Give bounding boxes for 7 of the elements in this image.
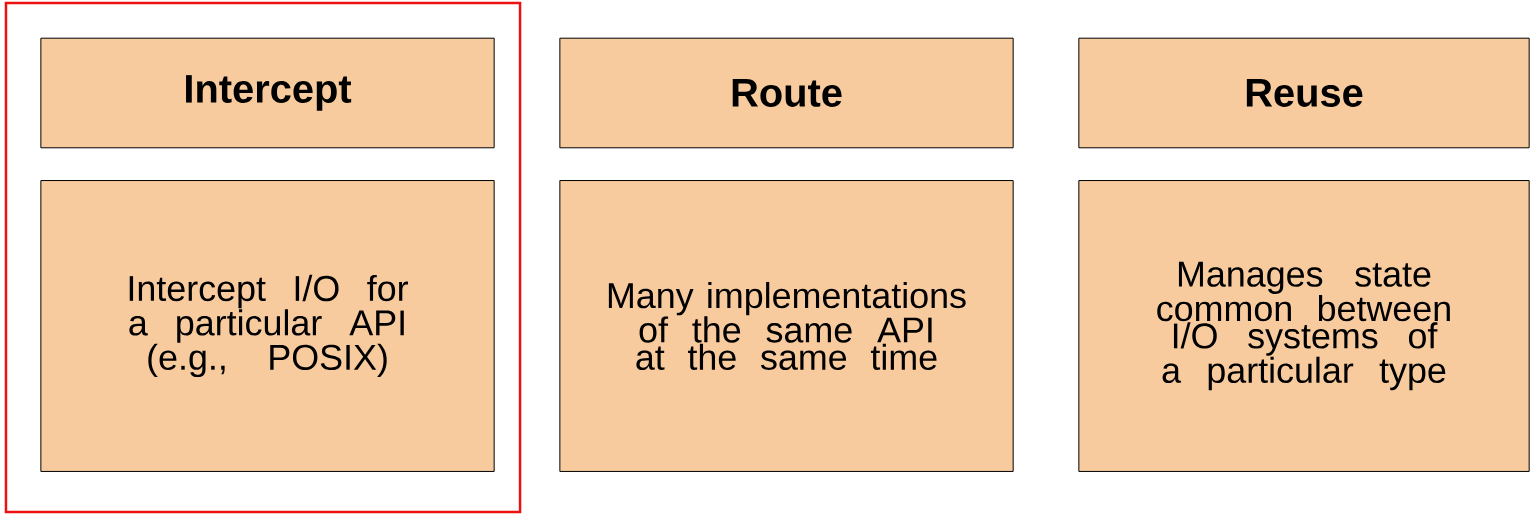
heading-box: Intercept [40, 37, 495, 149]
description-box: Many implementations of the same API at the same time [559, 180, 1014, 472]
highlight-frame [4, 1, 522, 514]
heading-box: Reuse [1078, 37, 1530, 149]
heading-box: Route [559, 37, 1014, 149]
description-box: Manages state common between I/O systems of a particular type [1078, 180, 1530, 472]
description-box: Intercept I/O for a particular API (e.g., POSIX) [40, 180, 495, 472]
